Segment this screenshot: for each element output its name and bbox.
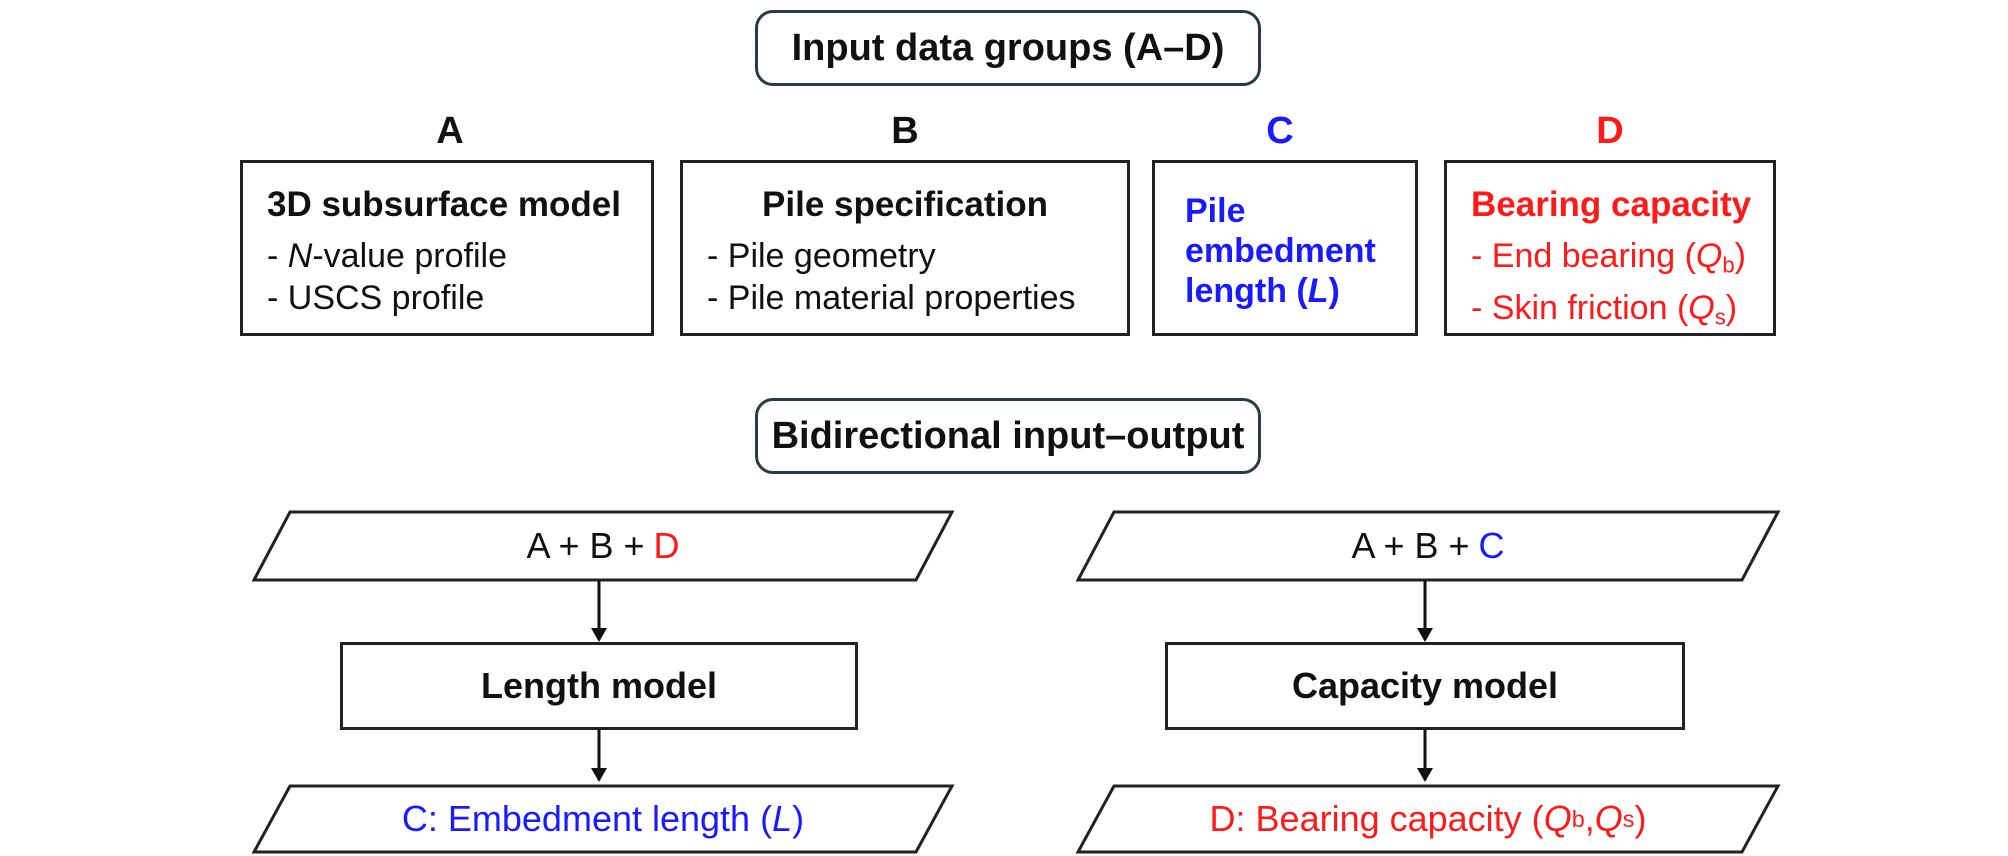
length-model-label: Length model — [481, 665, 717, 706]
q-variable: Q — [1688, 288, 1715, 327]
bidirectional-label: Bidirectional input–output — [771, 414, 1245, 457]
group-c-line-3: length (L) — [1185, 271, 1415, 311]
capacity-output-shape — [1075, 784, 1781, 854]
skin-friction-close: ) — [1725, 288, 1738, 327]
group-b-letter: B — [891, 110, 919, 152]
l-variable: L — [1307, 272, 1329, 310]
q-sub-b: b — [1571, 805, 1585, 832]
group-b-title: Pile specification — [762, 185, 1048, 224]
q-sub-b: b — [1722, 252, 1735, 278]
length-arrow-2-head — [591, 768, 607, 782]
group-d-letter: D — [1596, 110, 1624, 152]
bidirectional-title: Bidirectional input–output — [755, 398, 1261, 474]
group-d-title: Bearing capacity — [1471, 185, 1752, 224]
group-b-item-1: - Pile geometry — [707, 237, 936, 275]
group-a-letter: A — [436, 110, 464, 152]
capacity-output-pre: D: Bearing capacity ( — [1209, 798, 1544, 839]
group-c-line-1: Pile — [1185, 192, 1246, 230]
group-c-line-2: embedment — [1185, 232, 1376, 270]
capacity-input-highlight: C — [1478, 525, 1505, 566]
length-input-highlight: D — [653, 525, 680, 566]
capacity-input-prefix: A + B + — [1351, 525, 1470, 566]
n-value-text: -value profile — [312, 237, 507, 275]
length-output-post: ) — [792, 798, 805, 839]
group-d-item-2: - Skin friction (Qs) — [1471, 287, 1773, 339]
group-b-box: Pile specification - Pile geometry - Pil… — [680, 160, 1130, 336]
capacity-model-box: Capacity model — [1165, 642, 1685, 730]
q-variable: Q — [1695, 237, 1723, 275]
group-d-box: Bearing capacity - End bearing (Qb) - Sk… — [1444, 160, 1776, 336]
end-bearing-close: ) — [1734, 237, 1746, 275]
length-arrow-1-head — [591, 628, 607, 642]
q-sub-s: s — [1714, 304, 1726, 330]
n-variable: N — [287, 237, 313, 275]
group-c-line-3-pre: length ( — [1185, 272, 1308, 310]
input-data-groups-title: Input data groups (A–D) — [755, 10, 1261, 86]
length-output-pre: C: Embedment length ( — [401, 798, 773, 839]
group-a-box: 3D subsurface model - N-value profile - … — [240, 160, 654, 336]
end-bearing-label: - End bearing ( — [1471, 237, 1696, 275]
q-variable: Q — [1594, 798, 1623, 839]
length-model-box: Length model — [340, 642, 858, 730]
capacity-input-text: A + B + C — [1078, 512, 1778, 580]
l-variable: L — [772, 798, 793, 839]
capacity-arrow-1-head — [1417, 628, 1433, 642]
length-output-text: C: Embedment length (L) — [254, 786, 952, 852]
length-output-shape — [251, 784, 955, 854]
skin-friction-label: - Skin friction ( — [1471, 288, 1689, 327]
group-d-item-1: - End bearing (Qb) — [1471, 235, 1773, 287]
input-data-groups-label: Input data groups (A–D) — [791, 26, 1225, 69]
capacity-output-separator: , — [1584, 798, 1595, 839]
capacity-input-shape — [1075, 510, 1781, 582]
group-a-title: 3D subsurface model — [267, 185, 621, 224]
group-a-item-1: - N-value profile — [267, 237, 507, 275]
group-a-item-2: - USCS profile — [267, 279, 485, 317]
length-input-prefix: A + B + — [526, 525, 645, 566]
group-c-line-3-post: ) — [1328, 272, 1340, 310]
capacity-output-post: ) — [1634, 798, 1647, 839]
length-input-text: A + B + D — [254, 512, 952, 580]
group-c-box: Pile embedment length (L) — [1152, 160, 1418, 336]
q-sub-s: s — [1622, 805, 1635, 832]
capacity-arrow-2-head — [1417, 768, 1433, 782]
capacity-model-label: Capacity model — [1291, 665, 1559, 706]
group-c-letter: C — [1266, 110, 1294, 152]
q-variable: Q — [1543, 798, 1572, 839]
length-input-shape — [251, 510, 955, 582]
group-b-item-2: - Pile material properties — [707, 279, 1076, 317]
